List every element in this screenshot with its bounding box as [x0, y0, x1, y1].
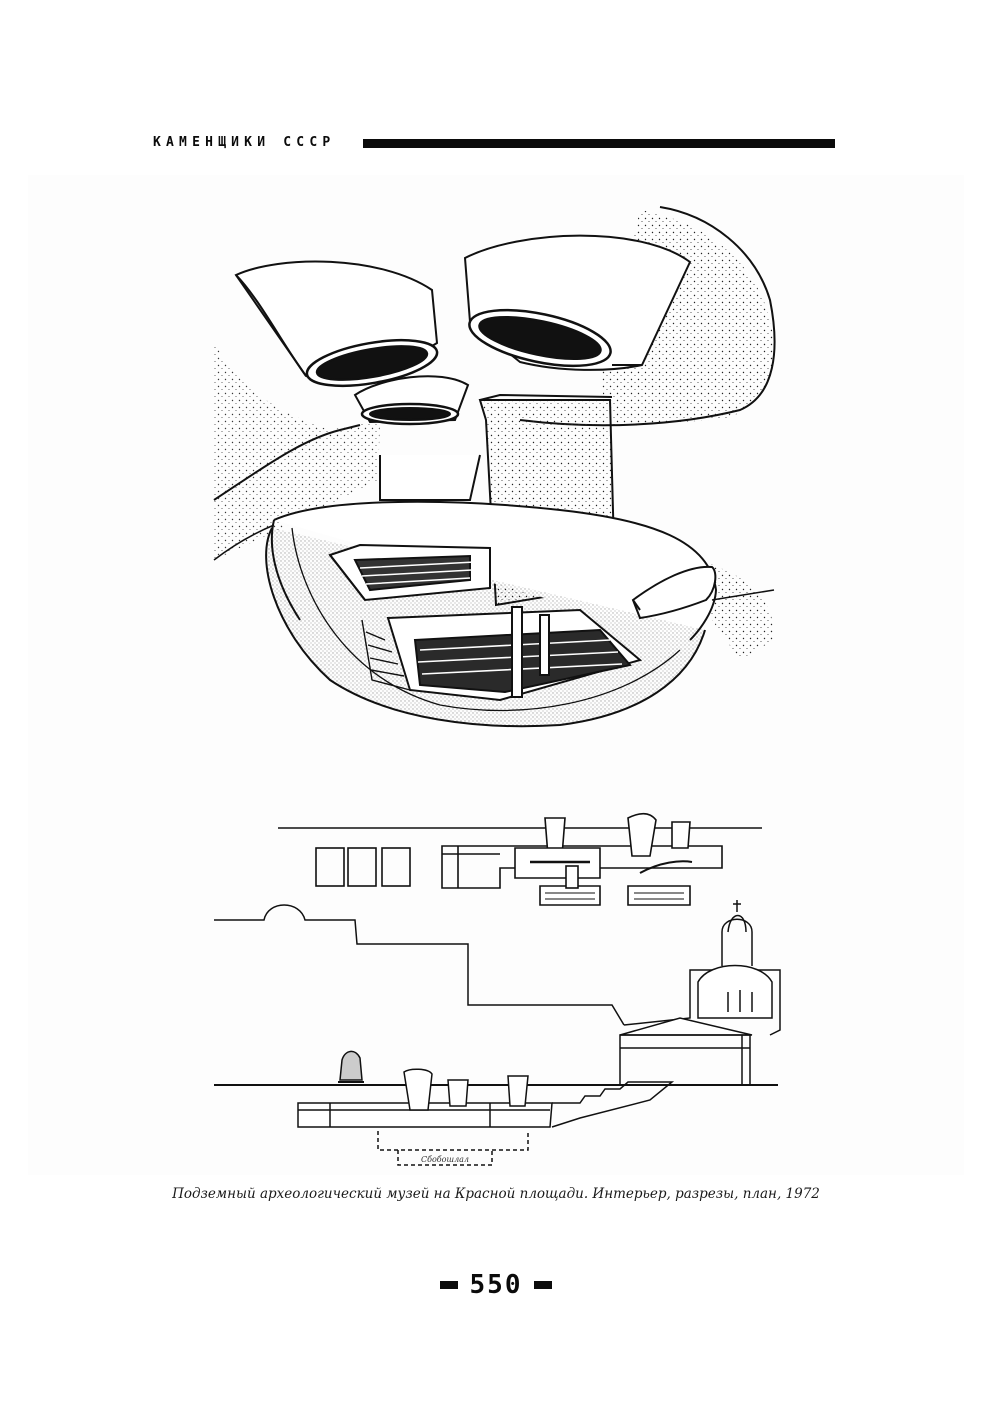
section-drawing [214, 900, 781, 1166]
footer-dash-left [439, 1281, 458, 1289]
running-header-title: КАМЕНЩИКИ СССР [153, 135, 336, 150]
header-rule [363, 139, 835, 148]
plan-drawing [278, 812, 762, 906]
footer-dash-right [534, 1281, 553, 1289]
page-footer: 550 [0, 1270, 992, 1304]
interior-perspective [213, 206, 776, 728]
page-number: 550 [469, 1270, 523, 1300]
running-header: КАМЕНЩИКИ СССР [153, 134, 835, 156]
figure-caption: Подземный археологический музей на Красн… [172, 1186, 820, 1202]
plan-label: Сбобошлал [421, 1155, 469, 1164]
